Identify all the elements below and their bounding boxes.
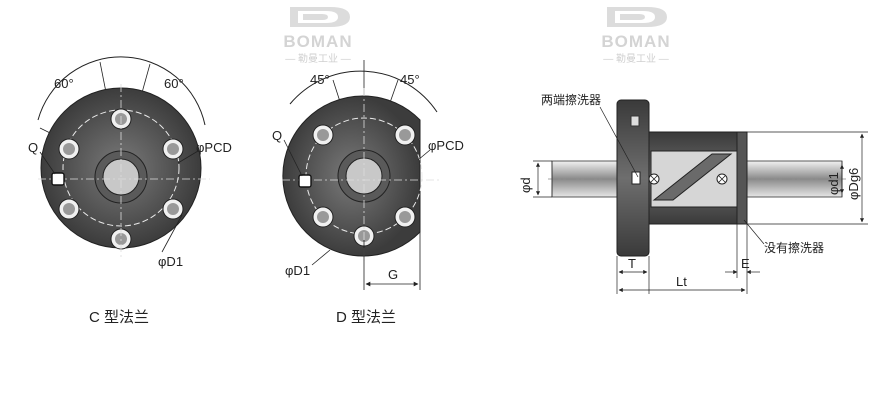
angle-arc <box>289 70 438 113</box>
caption-d: D 型法兰 <box>336 309 396 326</box>
watermark-subtitle: — 勒曼工业 — <box>285 52 351 65</box>
d1-leader <box>161 214 183 253</box>
q-leader <box>39 151 56 175</box>
no-wiper-callout-leader <box>743 219 765 245</box>
watermark-right: BOMAN — 勒曼工业 — <box>601 7 670 65</box>
e-label: E <box>741 256 750 271</box>
t-label: T <box>628 256 636 271</box>
d1-label: φd1 <box>826 172 841 195</box>
d1-leader <box>311 249 331 266</box>
angle-right-label: 60° <box>164 76 184 91</box>
watermark-left: BOMAN — 勒曼工业 — <box>283 7 352 65</box>
angle-arc <box>37 56 206 126</box>
angle-left-label: 60° <box>54 76 74 91</box>
watermark-brand: BOMAN <box>601 32 670 51</box>
return-tube <box>652 153 733 201</box>
pcd-label: φPCD <box>428 138 464 153</box>
bolt-holes <box>312 124 416 247</box>
side-view-drawing: φd φd1 φDg6 T E Lt 两端擦洗器 没有擦洗器 <box>518 93 868 294</box>
watermark-subtitle: — 勒曼工业 — <box>603 52 669 65</box>
wiper-callout-label: 两端擦洗器 <box>541 93 601 107</box>
angle-right-label: 45° <box>400 72 420 87</box>
angle-left-label: 45° <box>310 72 330 87</box>
d1-label: φD1 <box>285 263 310 278</box>
wiper-callout-leader <box>599 106 639 178</box>
caption-c: C 型法兰 <box>89 309 149 326</box>
flange-hole <box>630 115 640 127</box>
flange-c-drawing: 60° 60° Q φPCD φD1 C 型法兰 <box>28 56 232 326</box>
boman-logo-icon <box>607 7 667 27</box>
watermark-brand: BOMAN <box>283 32 352 51</box>
flange-d-drawing: 45° 45° Q φPCD φD1 G D 型法兰 <box>272 60 464 326</box>
q-label: Q <box>272 128 282 143</box>
pcd-leader <box>417 149 431 161</box>
pcd-leader <box>177 150 199 164</box>
no-wiper-callout-label: 没有擦洗器 <box>764 240 824 255</box>
oil-hole <box>298 174 312 188</box>
g-label: G <box>388 267 398 282</box>
oil-hole <box>51 172 65 186</box>
lt-label: Lt <box>676 274 687 289</box>
d-label: φd <box>518 177 533 193</box>
dg6-label: φDg6 <box>846 168 861 200</box>
q-label: Q <box>28 140 38 155</box>
q-leader <box>283 139 303 177</box>
boman-logo-icon <box>290 7 350 27</box>
pcd-label: φPCD <box>196 140 232 155</box>
d1-label: φD1 <box>158 254 183 269</box>
wiper-seal <box>631 171 641 185</box>
nut-end <box>736 131 748 225</box>
